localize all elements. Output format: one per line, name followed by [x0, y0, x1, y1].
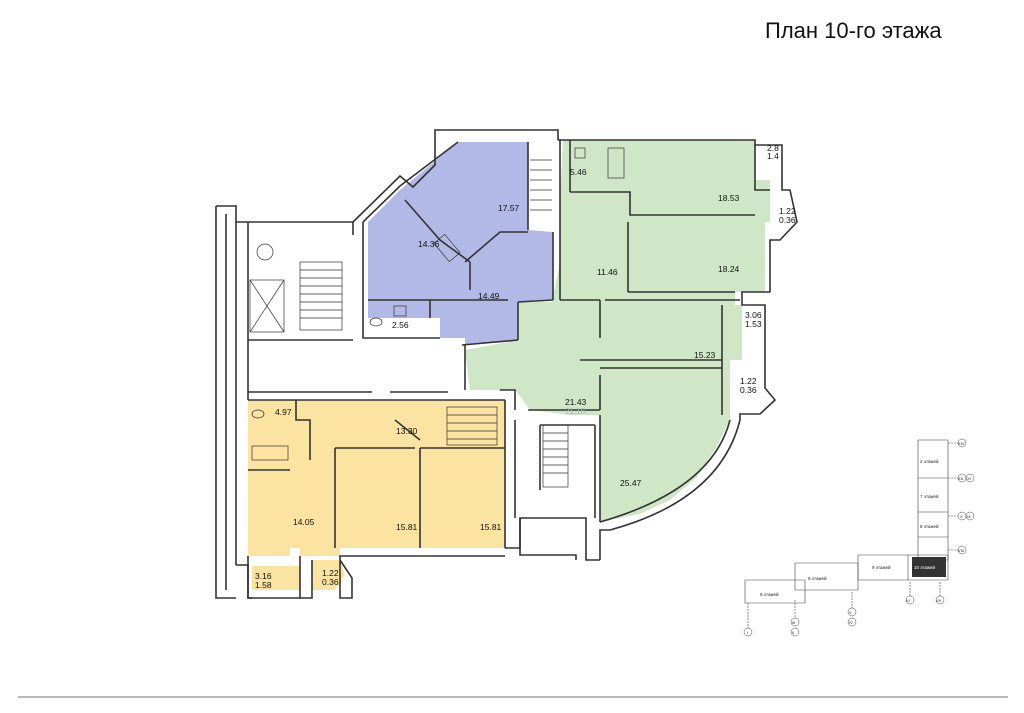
svg-text:VIII: VIII [958, 548, 964, 553]
svg-text:IX: IX [967, 514, 971, 519]
key-plan-axis-labels: XIV XII XI X IX VIII VII VI V IV III II … [747, 441, 971, 635]
area-label: 14.49 [478, 291, 500, 301]
current-section-highlight [912, 557, 946, 577]
area-label: 1.4 [767, 151, 779, 161]
section-label: 2 этажей [920, 458, 939, 464]
area-label: 0.36 [740, 385, 757, 395]
svg-text:I: I [747, 630, 748, 635]
area-label: 1.53 [745, 319, 762, 329]
area-label: 13.30 [396, 426, 418, 436]
area-label: 3.06 [745, 310, 762, 320]
area-label: 2.8 [767, 143, 779, 153]
stair-core [249, 147, 625, 488]
section-label-current: 10 этажей [914, 564, 935, 570]
walls [215, 129, 798, 599]
balcony-yellow [252, 566, 300, 590]
key-plan-section-labels: 2 этажей 7 этажей 8 этажей 9 этажей 9 эт… [760, 458, 939, 597]
key-plan-axis-markers [743, 438, 975, 637]
svg-text:IV: IV [849, 620, 853, 625]
apartment-yellow [248, 400, 505, 556]
area-label: 1.58 [255, 580, 272, 590]
plan-title: План 10-го этажа [765, 18, 942, 43]
area-label: 2.56 [392, 320, 409, 330]
area-label: 1.22 [779, 206, 796, 216]
area-label: 4.97 [275, 407, 292, 417]
area-label: 1.22 [740, 376, 757, 386]
svg-text:III: III [792, 620, 795, 625]
area-label: 15.81 [396, 522, 418, 532]
svg-text:VII: VII [936, 598, 941, 603]
section-label: 9 этажей [872, 564, 891, 570]
section-label: 9 этажей [760, 591, 779, 597]
section-label: 9 этажей [808, 575, 827, 581]
svg-text:XII: XII [958, 476, 963, 481]
area-label: 0.36 [779, 215, 796, 225]
area-label: 14.36 [418, 239, 440, 249]
apartment-green [465, 140, 770, 522]
area-label: 11.46 [597, 267, 618, 277]
area-label: 14.05 [293, 517, 315, 527]
key-plan [744, 439, 960, 628]
svg-text:X: X [960, 514, 963, 519]
area-label: 21.43 [565, 397, 587, 407]
area-label: 25.47 [620, 478, 642, 488]
apartment-blue [368, 142, 553, 345]
svg-text:XIV: XIV [958, 441, 965, 446]
svg-text:V: V [849, 610, 852, 615]
svg-text:XI: XI [967, 476, 971, 481]
area-label: 18.24 [718, 264, 740, 274]
yellow-area-labels: 4.97 13.30 14.05 15.81 15.81 3.16 1.58 1… [255, 407, 502, 590]
area-label: 15.81 [480, 522, 502, 532]
area-label: 3.16 [255, 571, 272, 581]
green-area-labels: 5.46 18.53 2.8 1.4 1.22 0.36 11.46 18.24… [565, 143, 796, 488]
area-label: 17.57 [498, 203, 520, 213]
area-label: 18.53 [718, 193, 740, 203]
area-label: 1.22 [322, 568, 339, 578]
area-label: 5.46 [570, 167, 587, 177]
blue-area-labels: 17.57 14.36 14.49 2.56 [392, 203, 520, 330]
svg-text:II: II [792, 630, 794, 635]
section-label: 7 этажей [920, 493, 939, 499]
area-label-secondary: 21.18 [565, 407, 586, 416]
svg-text:VI: VI [906, 598, 910, 603]
area-label: 15.23 [694, 350, 716, 360]
balcony-yellow-2 [312, 560, 345, 590]
area-label: 0.36 [322, 577, 339, 587]
section-label: 8 этажей [920, 523, 939, 529]
